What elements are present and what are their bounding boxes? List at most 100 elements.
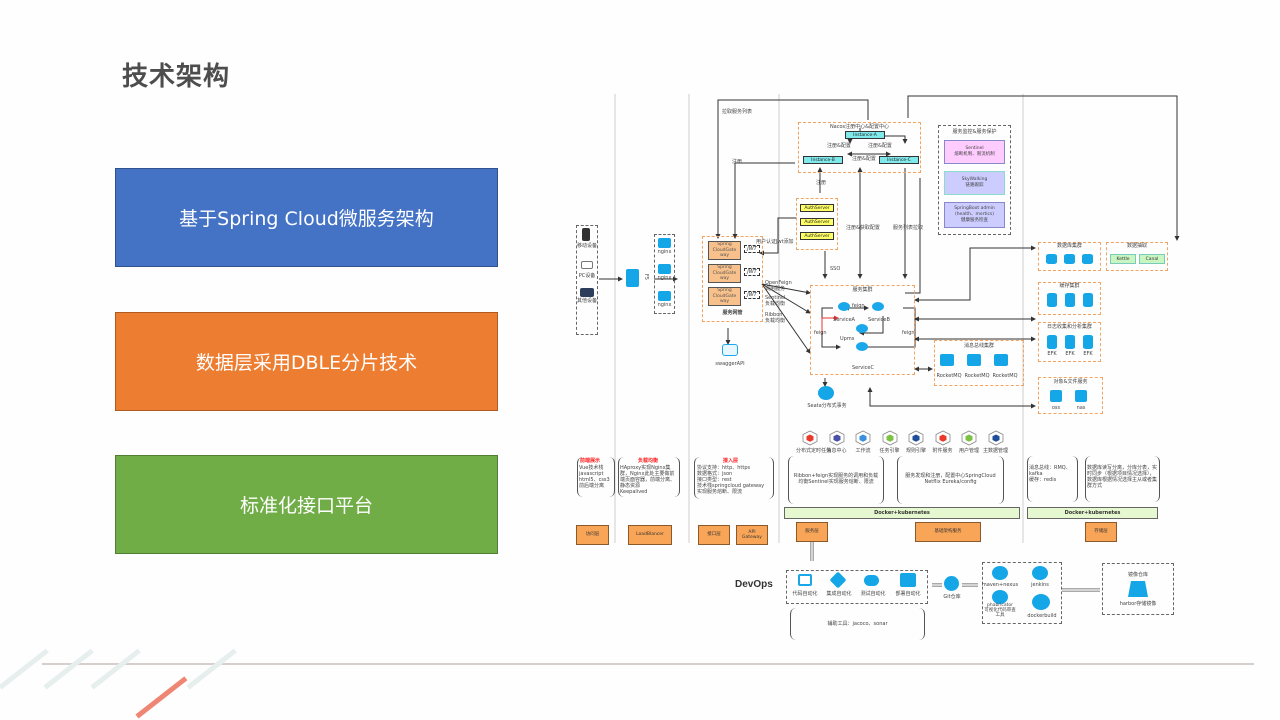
mq-group <box>934 340 1024 386</box>
edge-label: feign <box>814 330 827 336</box>
client-label: 移动设备 <box>576 243 597 249</box>
device-icon <box>580 288 594 297</box>
efk-label: EFK <box>1083 351 1093 357</box>
sentinel-box: Sentinel 熔断机制、限流机制 <box>944 140 1005 164</box>
mq-label: 消息总线集群 <box>963 343 994 349</box>
annotation-title: 接入层 <box>723 458 739 464</box>
db-icon <box>1064 254 1075 264</box>
services-group <box>810 285 915 375</box>
footer-divider <box>42 663 1254 665</box>
client-label: PC设备 <box>578 273 596 279</box>
decor-stripe <box>186 648 237 690</box>
edge-label: 注册 <box>816 180 827 186</box>
extract-label: 数据抽取 <box>1126 243 1147 249</box>
feature-dble[interactable]: 数据层采用DBLE分片技术 <box>115 312 498 411</box>
module-label: 规则引擎 <box>905 448 926 454</box>
skywalking-box: SkyWalking 链路跟踪 <box>944 171 1005 195</box>
edge-label: Sentinel 负载均衡 <box>765 295 786 307</box>
annotation-text: 协议支持：http、https <box>697 465 751 471</box>
brace <box>790 608 925 640</box>
service-label: ServiceC <box>852 365 874 371</box>
annotation-text: 数据格式：json <box>697 471 733 477</box>
auth-group <box>796 198 838 250</box>
edge-label: 注册&配置 <box>852 156 876 162</box>
edge-label: Upms <box>840 336 855 342</box>
layer-box: 基础架构服务 <box>915 522 981 542</box>
services-label: 服务集群 <box>852 287 873 293</box>
db-label: 数据库集群 <box>1056 243 1082 249</box>
brace <box>1027 456 1078 502</box>
efk-label: EFK <box>1047 351 1057 357</box>
jwt-tag: JWT <box>744 291 760 299</box>
module-label: 附件服务 <box>932 448 953 454</box>
file-icon <box>1050 390 1062 402</box>
nacos-label: Nacos注册中心&配置中心 <box>829 124 890 130</box>
devops-step: 测试自动化 <box>860 591 886 597</box>
edge-label: 注册&配置 <box>827 143 851 149</box>
gateway-label: 服务网管 <box>722 310 743 316</box>
module-label: 任务引擎 <box>879 448 900 454</box>
tool-icon <box>1032 566 1048 580</box>
annotation-text: Ribbon+feign实现服务的调用和负载 <box>793 473 879 479</box>
edge-label: SSO <box>830 266 841 272</box>
seata-label: Seata分布式事务 <box>807 403 847 409</box>
module-label: 主数据管理 <box>982 448 1008 454</box>
annotation-text: 时同步（根据项目情况选择）， <box>1087 471 1155 477</box>
edge-label: 注册&配置 <box>868 143 892 149</box>
module-cube-icon <box>908 430 924 446</box>
cache-icon <box>1083 293 1093 307</box>
decor-stripe-accent <box>135 676 188 719</box>
service-icon <box>856 342 868 351</box>
auth-server: AuthServer <box>800 204 834 212</box>
rocketmq-icon <box>940 354 954 366</box>
jwt-tag: JWT <box>744 245 760 253</box>
annotation-text: 技术栈springcloud gateway <box>697 483 765 489</box>
nginx-icon <box>658 264 671 274</box>
feature-label: 标准化接口平台 <box>239 495 373 517</box>
monitor-group <box>938 125 1011 235</box>
tool-label: jenkins <box>1031 582 1049 588</box>
monitor-label: 服务监控&服务保护 <box>952 129 997 135</box>
db-icon <box>1082 254 1093 264</box>
annotation-title: 前端展示 <box>580 458 601 464</box>
nginx-label: nginx <box>657 275 672 281</box>
springboot-admin-box: SpringBoot admin (health、mertics) 健康服务检查 <box>944 202 1005 228</box>
oss-item: oss <box>1051 405 1061 411</box>
layer-box: 服务层 <box>796 522 828 542</box>
registry-group <box>1102 563 1174 615</box>
log-cluster <box>1038 322 1101 362</box>
architecture-diagram: 移动设备 PC设备 其他设备 F5 nginx nginx nginx Spri… <box>560 88 1200 648</box>
github-icon <box>944 576 959 591</box>
cache-icon <box>1047 293 1057 307</box>
layer-box: 存储层 <box>1085 522 1117 542</box>
annotation-text: kafka <box>1029 471 1043 477</box>
annotation-text: 接口类型：rest <box>697 477 732 483</box>
oss-label: 对象&文件服务 <box>1053 379 1088 385</box>
tools-group <box>982 562 1062 624</box>
slide-title: 技术架构 <box>122 62 231 92</box>
annotation-text: 数据库根据情况选择主从或者集 <box>1087 477 1158 483</box>
cache-icon <box>1065 293 1075 307</box>
client-label: 其他设备 <box>576 298 597 304</box>
annotation-text: 均衡Sentinel实现服务熔断、限流 <box>798 479 874 485</box>
nginx-icon <box>658 291 671 301</box>
module-label: 工作流 <box>855 448 871 454</box>
annotation-text: html5、css3 <box>579 477 610 483</box>
annotation-text: 服务发现和注册，配置中心SpringCloud <box>905 473 996 479</box>
heartbeat-icon <box>864 575 879 586</box>
edge-label: 服务列表拉取 <box>893 225 924 231</box>
layer-box: LoadBlancer <box>628 525 672 545</box>
annotation-text: 群方式 <box>1087 483 1103 489</box>
layer-box: 接口层 <box>698 525 730 545</box>
edge-label: 用户认证Jwt添加 <box>756 239 794 245</box>
brace <box>897 456 1004 504</box>
nginx-icon <box>658 238 671 248</box>
clients-group <box>576 225 598 335</box>
decor-stripe <box>0 648 49 690</box>
nacos-group <box>798 122 921 173</box>
module-label: 分布式定时任务 <box>796 448 832 454</box>
feature-spring-cloud[interactable]: 基于Spring Cloud微服务架构 <box>115 168 498 267</box>
module-cube-icon <box>988 430 1004 446</box>
annotation-text: Netflix Eureka/config <box>924 479 977 485</box>
feature-interface-platform[interactable]: 标准化接口平台 <box>115 455 498 554</box>
